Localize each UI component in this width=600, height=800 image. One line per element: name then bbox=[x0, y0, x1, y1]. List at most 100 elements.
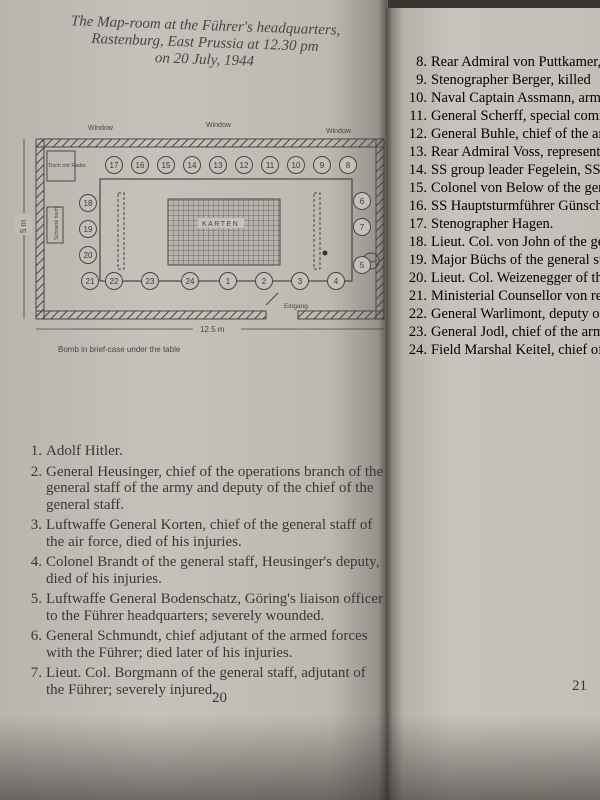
list-item-number: 1. bbox=[30, 443, 42, 459]
list-item-number: 4. bbox=[30, 554, 42, 570]
seat-number: 8 bbox=[346, 161, 351, 170]
seat-circle bbox=[291, 272, 309, 290]
window-label-right: Window bbox=[326, 128, 352, 135]
list-item-number: 9. bbox=[416, 72, 427, 88]
seat-circle bbox=[105, 272, 123, 290]
list-item-text: General Schmundt, chief adjutant of the … bbox=[46, 628, 368, 661]
left-page: The Map-room at the Führer's headquarter… bbox=[0, 0, 388, 800]
seat-circle bbox=[235, 156, 253, 174]
list-item: 5.Luftwaffe General Bodenschatz, Göring'… bbox=[22, 591, 387, 624]
list-item-text: General Heusinger, chief of the operatio… bbox=[46, 463, 384, 513]
list-item-text: Ministerial Counsellor von representativ… bbox=[431, 288, 600, 304]
cabinet bbox=[46, 206, 64, 244]
list-item-number: 2. bbox=[30, 463, 42, 480]
seat-number: 16 bbox=[136, 161, 145, 170]
seat-circle bbox=[219, 272, 237, 290]
list-item-number: 19. bbox=[408, 252, 427, 268]
list-item-text: Lieut. Col. Borgmann of the general staf… bbox=[46, 665, 366, 698]
list-item: 6.General Schmundt, chief adjutant of th… bbox=[22, 628, 387, 661]
seat-number: 11 bbox=[266, 161, 275, 170]
list-item-text: Rear Admiral von Puttkamer, adjutant of … bbox=[431, 54, 600, 70]
seat-circle bbox=[353, 218, 371, 236]
right-page: 21 bbox=[386, 8, 600, 800]
seat-circle bbox=[327, 272, 345, 290]
list-item: 19.Major Büchs of the general staff bbox=[405, 252, 600, 268]
list-item-number: 11. bbox=[409, 108, 427, 124]
seat-number: 20 bbox=[84, 251, 93, 260]
seat-circle bbox=[131, 156, 149, 174]
list-item-number: 16. bbox=[408, 198, 427, 214]
list-item: 9.Stenographer Berger, killed bbox=[405, 72, 600, 88]
seat-circle bbox=[105, 156, 123, 174]
seat-number: 4 bbox=[334, 277, 339, 286]
list-item: 8.Rear Admiral von Puttkamer, adjutant o… bbox=[405, 54, 600, 70]
seat-number: 3 bbox=[298, 277, 303, 286]
list-item-text: Lieut. Col. von John of the general staf… bbox=[431, 234, 600, 250]
list-item-number: 18. bbox=[408, 234, 427, 250]
entrance-label: Eingang bbox=[284, 303, 308, 310]
seat-circle bbox=[287, 156, 305, 174]
list-item-text: Naval Captain Assmann, armed forces oper… bbox=[431, 90, 600, 106]
height-dimension-label: 5 m bbox=[19, 219, 28, 233]
list-item-number: 23. bbox=[408, 324, 427, 340]
seat-circle bbox=[141, 272, 159, 290]
map-room-diagram: Window Window Window Tisch mit Radio Sch… bbox=[14, 122, 385, 354]
list-item-number: 13. bbox=[408, 144, 427, 160]
list-item: 3.Luftwaffe General Korten, chief of the… bbox=[22, 517, 387, 550]
casualty-list-left: 1.Adolf Hitler.2.General Heusinger, chie… bbox=[22, 443, 387, 702]
list-item: 17.Stenographer Hagen. bbox=[405, 216, 600, 232]
seat-circle bbox=[261, 156, 279, 174]
list-item: 18.Lieut. Col. von John of the general s… bbox=[405, 234, 600, 250]
radio-table bbox=[46, 150, 76, 182]
seat-circle bbox=[183, 156, 201, 174]
seat-number: 21 bbox=[86, 277, 95, 286]
list-item-text: General Warlimont, deputy operations sta… bbox=[431, 306, 600, 322]
bomb-caption: Bomb in brief-case under the table bbox=[58, 345, 181, 354]
list-item-number: 22. bbox=[408, 306, 427, 322]
seat-number: 2 bbox=[262, 277, 267, 286]
seat-number: 15 bbox=[162, 161, 171, 170]
page-shadow bbox=[0, 715, 600, 800]
seat-circle bbox=[81, 272, 99, 290]
list-item: 23.General Jodl, chief of the armed ligh… bbox=[405, 324, 600, 340]
list-item: 7.Lieut. Col. Borgmann of the general st… bbox=[22, 665, 387, 698]
seat-number: 7 bbox=[360, 223, 365, 232]
width-dimension-label: 12.5 m bbox=[200, 325, 225, 334]
list-item: 13.Rear Admiral Voss, representative of … bbox=[405, 144, 600, 160]
diagram-caption: The Map-room at the Führer's headquarter… bbox=[39, 12, 371, 74]
list-item-text: General Scherff, special commissioner fo… bbox=[431, 108, 600, 124]
casualty-list-right: 8.Rear Admiral von Puttkamer, adjutant o… bbox=[405, 54, 600, 360]
list-item: 16.SS Hauptsturmführer Günsche bbox=[405, 198, 600, 214]
seat-circle bbox=[181, 272, 199, 290]
room-wall-top bbox=[35, 138, 385, 148]
list-item-text: Rear Admiral Voss, representative of the… bbox=[431, 144, 600, 160]
list-item-text: Major Büchs of the general staff bbox=[431, 252, 600, 268]
seat-circle bbox=[79, 246, 97, 264]
list-item-text: Colonel von Below of the general staff o… bbox=[431, 180, 600, 196]
list-item-text: SS group leader Fegelein, SS in the Führ… bbox=[431, 162, 600, 178]
room-wall-bottom-right bbox=[297, 310, 385, 320]
page-number-right: 21 bbox=[572, 678, 587, 694]
list-item: 2.General Heusinger, chief of the operat… bbox=[22, 464, 387, 514]
list-item-number: 21. bbox=[408, 288, 427, 304]
list-item-number: 10. bbox=[408, 90, 427, 106]
list-item-number: 24. bbox=[408, 342, 427, 358]
list-item-text: Colonel Brandt of the general staff, Heu… bbox=[46, 554, 380, 587]
list-item-number: 15. bbox=[408, 180, 427, 196]
seat-number: 23 bbox=[146, 277, 155, 286]
seat-number: 18 bbox=[84, 199, 93, 208]
seat-circle bbox=[79, 194, 97, 212]
page-number-left: 20 bbox=[212, 690, 227, 706]
seat-circle bbox=[313, 156, 331, 174]
seat-number: 19 bbox=[84, 225, 93, 234]
seat-number: 17 bbox=[110, 161, 119, 170]
list-item: 24.Field Marshal Keitel, chief of mand. bbox=[405, 342, 600, 358]
list-item: 22.General Warlimont, deputy operations … bbox=[405, 306, 600, 322]
seat-number: 1 bbox=[226, 277, 231, 286]
list-item-text: Adolf Hitler. bbox=[46, 443, 123, 459]
list-item-number: 3. bbox=[30, 517, 42, 533]
list-item-number: 7. bbox=[30, 665, 42, 681]
list-item-text: Field Marshal Keitel, chief of mand. bbox=[431, 342, 600, 358]
seat-circle bbox=[353, 256, 371, 274]
